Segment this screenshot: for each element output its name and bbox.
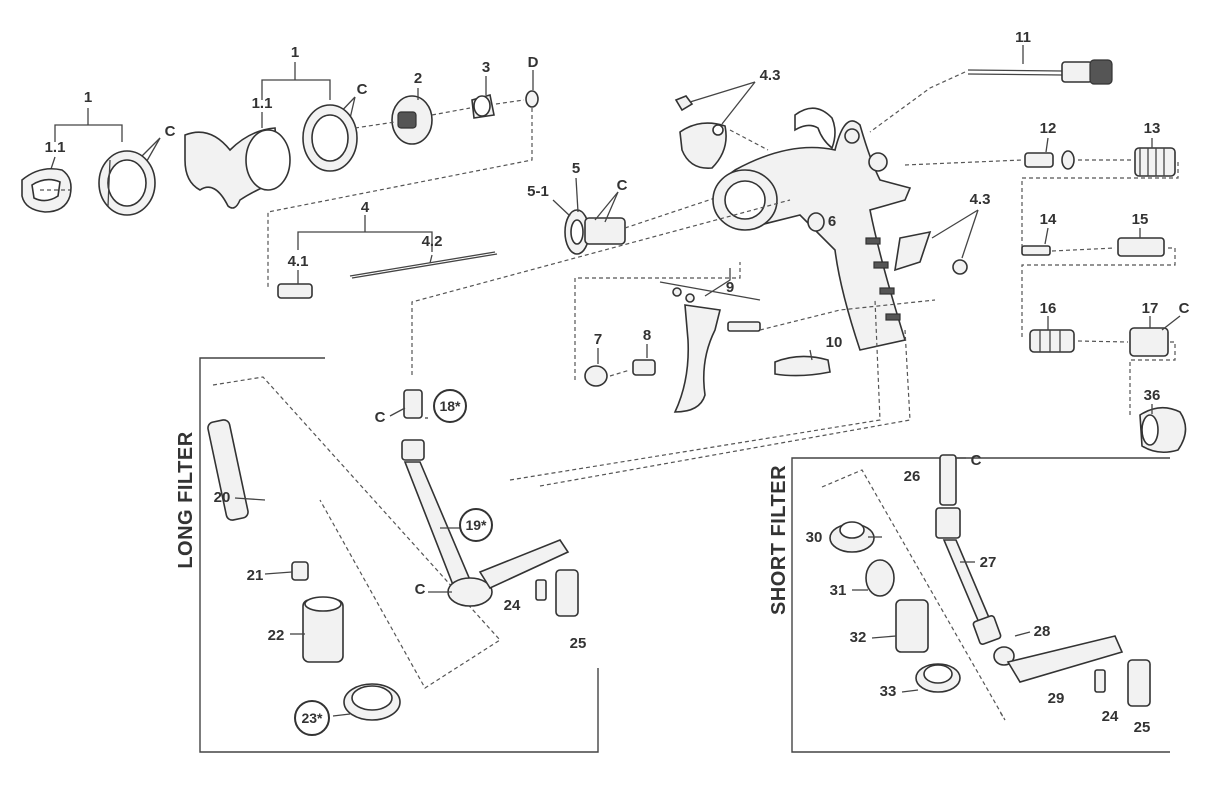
label-1-right: 1 xyxy=(291,44,299,61)
label-36: 36 xyxy=(1144,387,1161,404)
label-c-left: C xyxy=(165,123,176,140)
trigger-assembly xyxy=(574,262,936,413)
label-26: 26 xyxy=(904,468,921,485)
label-25-long: 25 xyxy=(570,635,587,652)
air-cap-assembly xyxy=(21,62,539,288)
label-d: D xyxy=(528,54,539,71)
label-15: 15 xyxy=(1132,211,1149,228)
short-filter-parts xyxy=(821,454,1151,721)
label-5-1: 5-1 xyxy=(527,183,549,200)
gun-body xyxy=(712,107,932,351)
label-27: 27 xyxy=(980,554,997,571)
circle-23 xyxy=(294,700,330,736)
label-7: 7 xyxy=(594,331,602,348)
label-12: 12 xyxy=(1040,120,1057,137)
fluid-nozzle-housing xyxy=(552,177,716,255)
screw-4-3 xyxy=(931,209,979,275)
label-19-c: C xyxy=(415,581,426,598)
label-4-1: 4.1 xyxy=(288,253,309,270)
label-14: 14 xyxy=(1040,211,1057,228)
label-25-short: 25 xyxy=(1134,719,1151,736)
label-18-c: C xyxy=(375,409,386,426)
label-31: 31 xyxy=(830,582,847,599)
label-6: 6 xyxy=(828,213,836,230)
label-1-left: 1 xyxy=(84,89,92,106)
air-valve-cap xyxy=(674,81,769,169)
fluid-tube-assembly xyxy=(389,199,911,617)
needle-assembly xyxy=(277,215,498,299)
circle-18 xyxy=(433,389,467,423)
label-32: 32 xyxy=(850,629,867,646)
label-1-1-right: 1.1 xyxy=(252,95,273,112)
label-24-short: 24 xyxy=(1102,708,1119,725)
label-5: 5 xyxy=(572,160,580,177)
label-22: 22 xyxy=(268,627,285,644)
label-29: 29 xyxy=(1048,690,1065,707)
label-24-long: 24 xyxy=(504,597,521,614)
label-18: 18* xyxy=(439,398,461,414)
callout-labels: 1 1.1 C 1 1.1 C 2 3 D 4 4.1 4.2 5 5-1 C … xyxy=(45,29,1190,736)
air-inlet-11 xyxy=(869,45,1113,133)
label-4-3-right: 4.3 xyxy=(970,191,991,208)
short-filter-frame xyxy=(791,457,1170,753)
label-19: 19* xyxy=(465,517,487,533)
right-parts-column xyxy=(904,137,1187,454)
part-6 xyxy=(807,212,825,232)
short-filter-title: SHORT FILTER xyxy=(768,465,790,615)
label-21: 21 xyxy=(247,567,264,584)
label-10: 10 xyxy=(826,334,843,351)
label-3: 3 xyxy=(482,59,490,76)
label-11: 11 xyxy=(1015,29,1031,46)
label-4: 4 xyxy=(361,199,370,216)
label-5-c: C xyxy=(617,177,628,194)
label-1-1-left: 1.1 xyxy=(45,139,66,156)
label-16: 16 xyxy=(1040,300,1057,317)
long-filter-frame xyxy=(199,357,599,753)
label-17: 17 xyxy=(1142,300,1159,317)
circle-19 xyxy=(459,508,493,542)
label-30: 30 xyxy=(806,529,823,546)
long-filter-title: LONG FILTER xyxy=(175,431,197,568)
label-26-c: C xyxy=(971,452,982,469)
label-20: 20 xyxy=(214,489,231,506)
spring-16 xyxy=(1029,329,1075,353)
label-17-c: C xyxy=(1179,300,1190,317)
label-4-2: 4.2 xyxy=(422,233,443,250)
label-2: 2 xyxy=(414,70,422,87)
label-13: 13 xyxy=(1144,120,1161,137)
spring-13 xyxy=(1134,147,1176,177)
label-8: 8 xyxy=(643,327,651,344)
long-filter-parts xyxy=(207,376,501,721)
label-23: 23* xyxy=(301,710,323,726)
label-33: 33 xyxy=(880,683,897,700)
label-9: 9 xyxy=(726,279,734,296)
label-28: 28 xyxy=(1034,623,1051,640)
label-c-right: C xyxy=(357,81,368,98)
label-4-3-top: 4.3 xyxy=(760,67,781,84)
